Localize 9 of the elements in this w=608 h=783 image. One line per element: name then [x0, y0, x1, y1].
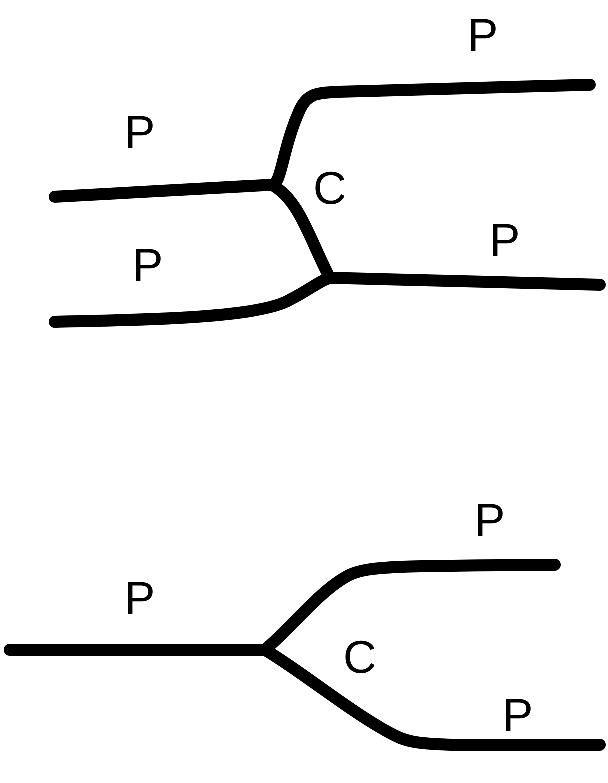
segment-label: P	[124, 109, 156, 155]
segment-label: C	[343, 634, 377, 680]
segment-label: P	[490, 217, 520, 263]
segment-label: P	[474, 497, 506, 543]
segment-label: P	[468, 12, 498, 58]
segment-label: P	[502, 692, 534, 738]
segment-label: P	[132, 242, 164, 288]
segment-label: C	[313, 165, 347, 211]
segment-label: P	[124, 575, 156, 621]
